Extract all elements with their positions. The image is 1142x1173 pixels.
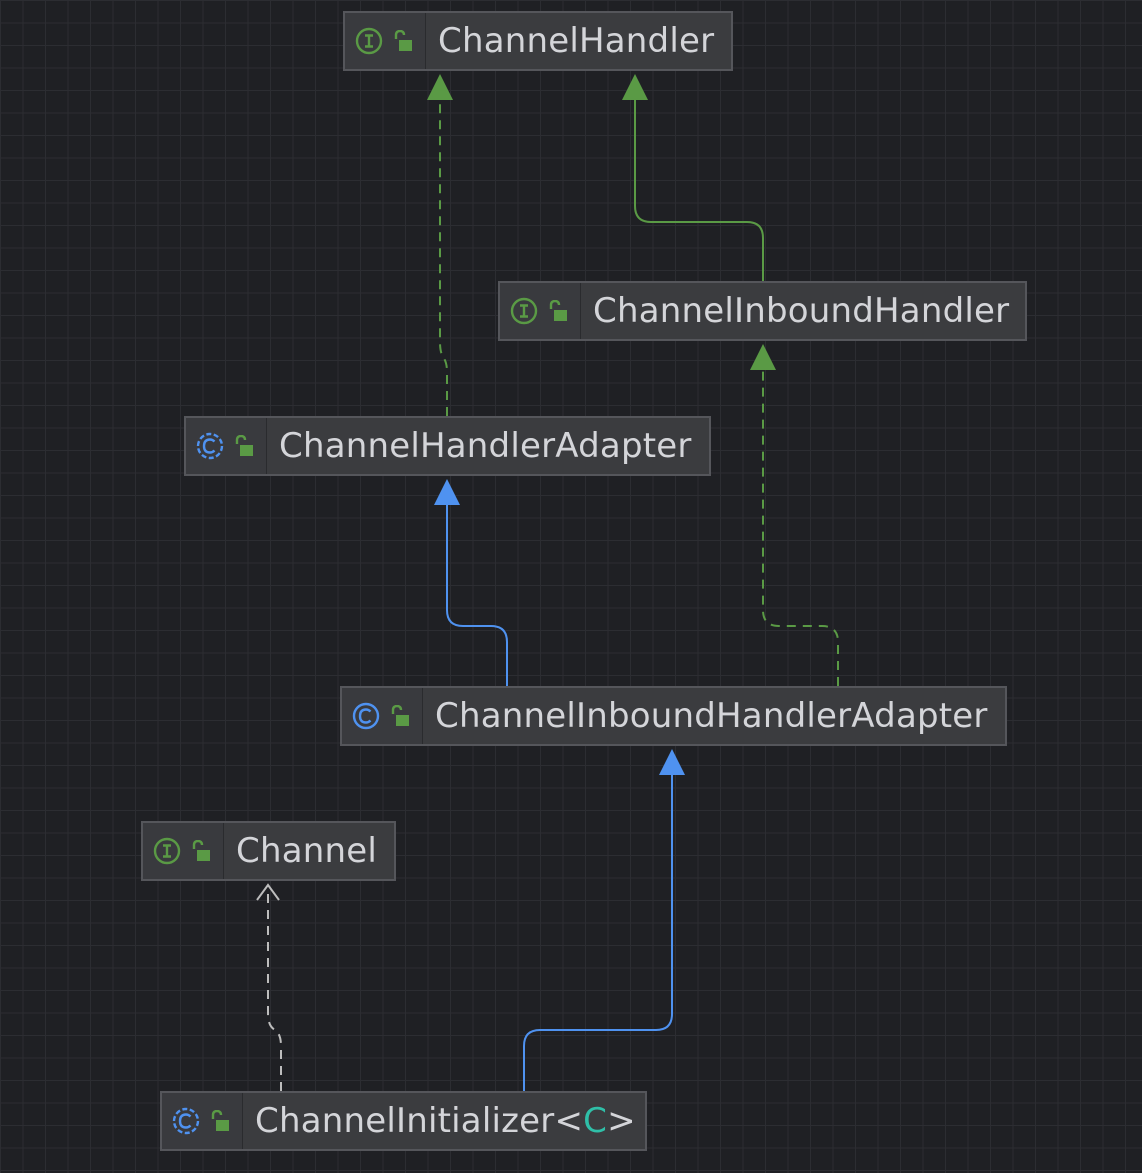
node-title: ChannelHandlerAdapter (279, 426, 692, 466)
interface-i-icon (153, 837, 181, 865)
edge-initializer-to-inboundadapter (523, 749, 685, 1091)
edge-adapter-to-channelhandler (427, 74, 453, 416)
interface-i-icon (510, 297, 538, 325)
node-title: ChannelInboundHandlerAdapter (435, 696, 988, 736)
node-icons (186, 418, 267, 474)
class-c-icon (172, 1107, 200, 1135)
node-icons (345, 13, 426, 69)
node-icons (342, 688, 423, 744)
node-title: Channel (236, 831, 377, 871)
class-c-icon (196, 432, 224, 460)
edge-inboundadapter-to-handleradapter (434, 479, 508, 686)
class-name: ChannelInitializer (255, 1101, 555, 1141)
node-title: ChannelInboundHandler (593, 291, 1010, 331)
public-lock-icon (549, 300, 567, 321)
class-c-icon (352, 702, 380, 730)
node-channel[interactable]: Channel (141, 821, 396, 881)
edge-inboundadapter-to-inboundhandler (750, 344, 839, 686)
type-open-bracket: < (554, 1101, 584, 1141)
public-lock-icon (394, 30, 412, 51)
node-icons (143, 823, 224, 879)
node-channel-inbound-handler-adapter[interactable]: ChannelInboundHandlerAdapter (340, 686, 1007, 746)
node-icons (500, 283, 581, 339)
node-channel-initializer[interactable]: ChannelInitializer<C> (160, 1091, 647, 1151)
node-title: ChannelHandler (438, 21, 715, 61)
public-lock-icon (192, 840, 210, 861)
public-lock-icon (211, 1110, 229, 1131)
node-channel-inbound-handler[interactable]: ChannelInboundHandler (498, 281, 1027, 341)
type-close-bracket: > (607, 1101, 636, 1141)
type-parameter: C (583, 1101, 608, 1141)
node-channel-handler[interactable]: ChannelHandler (343, 11, 733, 71)
public-lock-icon (235, 435, 253, 456)
node-icons (162, 1093, 243, 1149)
edge-initializer-to-channel (256, 883, 282, 1091)
node-channel-handler-adapter[interactable]: ChannelHandlerAdapter (184, 416, 711, 476)
node-title: ChannelInitializer<C> (243, 1101, 650, 1141)
edge-inboundhandler-to-channelhandler (622, 74, 764, 281)
public-lock-icon (391, 705, 409, 726)
interface-i-icon (355, 27, 383, 55)
